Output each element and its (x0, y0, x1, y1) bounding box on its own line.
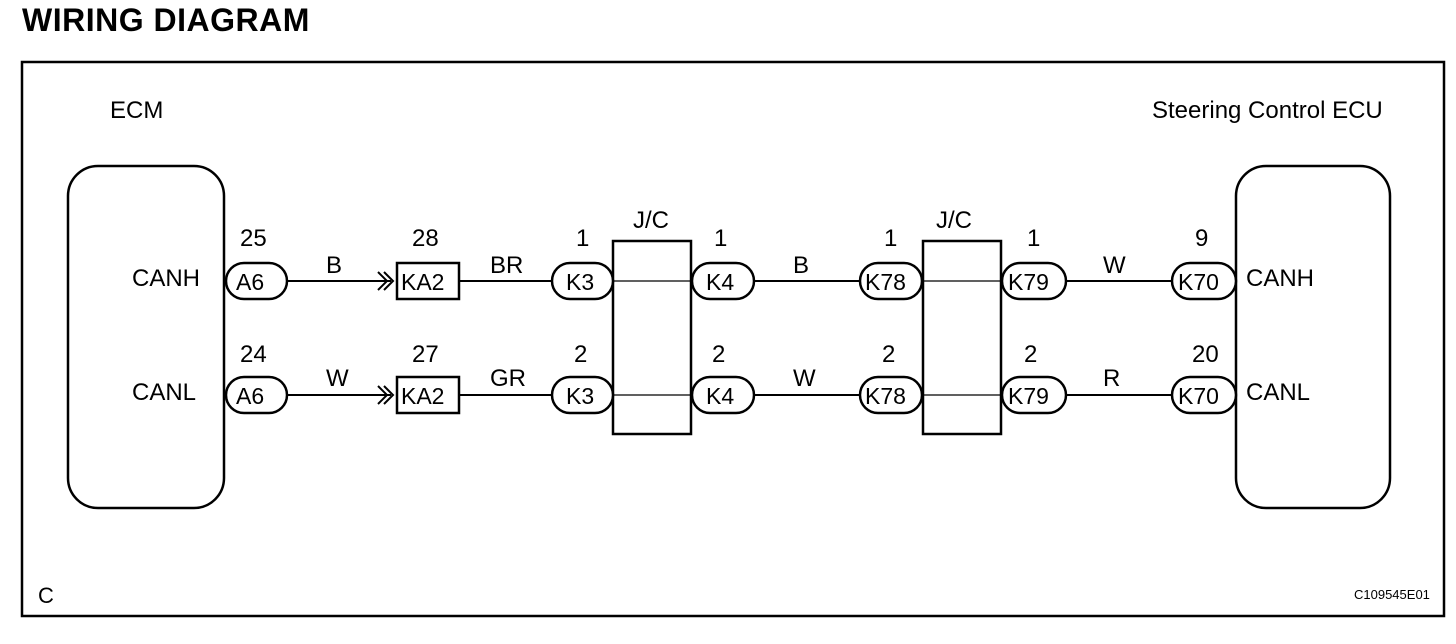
jc1-label: J/C (633, 207, 669, 234)
pin-number: 1 (576, 225, 589, 252)
connector-k4-canl (690, 375, 756, 415)
pin-number: 9 (1195, 225, 1208, 252)
pin-number: 2 (574, 341, 587, 368)
connector-label: K78 (865, 269, 906, 295)
pin-number: 2 (712, 341, 725, 368)
canl-circuit: A6 24 W KA2 27 GR K3 2 K4 2 W K78 2 K79 … (224, 341, 1238, 415)
pin-number: 2 (882, 341, 895, 368)
connector-label: K70 (1178, 269, 1219, 295)
pin-number: 20 (1192, 341, 1219, 368)
connector-label: K78 (865, 383, 906, 409)
connector-k79-canl (1000, 375, 1068, 415)
connector-k3-canh (550, 261, 615, 301)
pin-number: 1 (714, 225, 727, 252)
connector-k70-canh (1170, 261, 1238, 301)
wire-color: W (793, 365, 816, 392)
connector-k78-canh (858, 261, 924, 301)
wire-color: R (1103, 365, 1120, 392)
connector-label: K3 (566, 269, 594, 295)
connector-label: K4 (706, 269, 734, 295)
connector-k4-canh (690, 261, 756, 301)
jc1-block (611, 239, 693, 436)
diagram-frame (20, 60, 1446, 618)
connector-label: K70 (1178, 383, 1219, 409)
connector-label: KA2 (401, 269, 444, 295)
ecm-label: ECM (110, 97, 163, 124)
ecm-canl-label: CANL (132, 379, 196, 406)
connector-k70-canl (1170, 375, 1238, 415)
steering-ecu-label: Steering Control ECU (1152, 97, 1383, 124)
connector-label: A6 (236, 383, 264, 409)
wire-color: W (326, 365, 349, 392)
connector-ka2-canh (395, 261, 461, 301)
page-title: WIRING DIAGRAM (22, 2, 310, 38)
connector-label: K3 (566, 383, 594, 409)
connector-k78-canl (858, 375, 924, 415)
connector-label: K79 (1008, 383, 1049, 409)
ecm-block (66, 164, 226, 510)
pin-number: 28 (412, 225, 439, 252)
wire-color: W (1103, 252, 1126, 279)
wire-color: BR (490, 252, 523, 279)
steering-canl-label: CANL (1246, 379, 1310, 406)
pin-number: 1 (1027, 225, 1040, 252)
connector-k3-canl (550, 375, 615, 415)
wire-color: GR (490, 365, 526, 392)
connector-a6-canh (224, 261, 289, 301)
connector-a6-canl (224, 375, 289, 415)
corner-letter: C (38, 583, 54, 608)
canh-circuit: A6 25 B KA2 28 BR K3 1 K4 1 B K78 1 K79 … (224, 225, 1238, 301)
connector-k79-canh (1000, 261, 1068, 301)
wire-color: B (793, 252, 809, 279)
steering-canh-label: CANH (1246, 265, 1314, 292)
connector-label: K79 (1008, 269, 1049, 295)
figure-id: C109545E01 (1354, 587, 1430, 602)
pin-number: 1 (884, 225, 897, 252)
steering-ecu-block (1234, 164, 1392, 510)
pin-number: 25 (240, 225, 267, 252)
connector-label: A6 (236, 269, 264, 295)
connector-label: K4 (706, 383, 734, 409)
ecm-canh-label: CANH (132, 265, 200, 292)
pin-number: 24 (240, 341, 267, 368)
connector-label: KA2 (401, 383, 444, 409)
pin-number: 2 (1024, 341, 1037, 368)
jc2-block (921, 239, 1003, 436)
pin-number: 27 (412, 341, 439, 368)
connector-ka2-canl (395, 375, 461, 415)
wire-color: B (326, 252, 342, 279)
jc2-label: J/C (936, 207, 972, 234)
